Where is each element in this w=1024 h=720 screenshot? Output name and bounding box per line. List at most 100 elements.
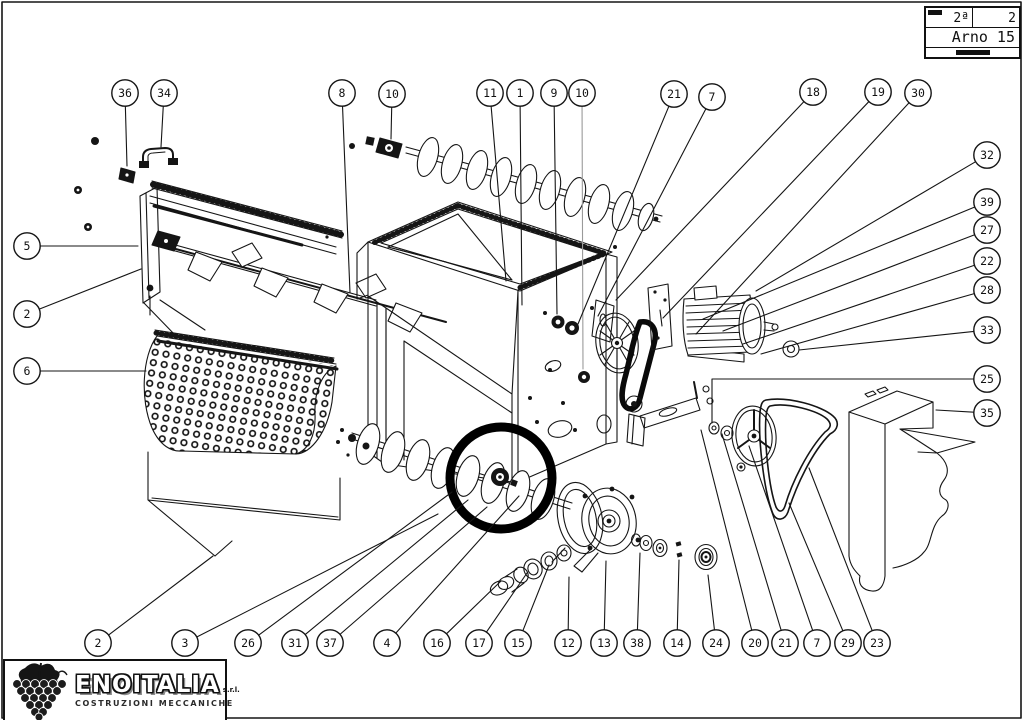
balloon-12: 12 (554, 576, 582, 657)
svg-text:14: 14 (670, 636, 684, 650)
balloon-29: 29 (788, 502, 862, 657)
brand-name: ENOITALIA (75, 671, 220, 698)
manufacturer-logo: ENOITALIA s.r.l. COSTRUZIONI MECCANICHE (3, 659, 240, 720)
balloon-13: 13 (590, 560, 618, 657)
balloon-30: 30 (695, 79, 932, 335)
title-block-label-smudge (928, 10, 942, 15)
sheet-number-cell: 2ª (926, 8, 973, 27)
svg-text:13: 13 (597, 636, 611, 650)
balloon-14: 14 (663, 559, 691, 657)
balloon-24: 24 (702, 574, 730, 657)
balloon-21: 21 (721, 433, 799, 657)
grape-cluster-icon (12, 662, 68, 720)
balloon-33: 33 (798, 316, 1001, 351)
mount-plate (647, 283, 673, 351)
electric-motor (682, 285, 779, 363)
balloon-16: 16 (423, 580, 502, 657)
svg-text:29: 29 (841, 636, 855, 650)
svg-text:28: 28 (980, 283, 994, 297)
title-block-footer (926, 48, 1019, 57)
lower-support-frame (147, 451, 341, 557)
balloon-19: 19 (662, 78, 892, 319)
svg-text:17: 17 (472, 636, 486, 650)
perforated-drum (143, 329, 350, 457)
balloon-27: 27 (722, 216, 1001, 332)
svg-text:6: 6 (24, 364, 31, 378)
balloon-1: 1 (506, 79, 534, 306)
svg-text:26: 26 (241, 636, 255, 650)
balloon-32: 32 (755, 141, 1001, 292)
svg-text:2: 2 (24, 307, 31, 321)
svg-text:27: 27 (980, 223, 994, 237)
svg-text:34: 34 (157, 86, 171, 100)
sheet-count: 2 (1008, 11, 1016, 26)
title-block-footer-smudge (955, 50, 990, 55)
spoked-pulley (595, 312, 639, 374)
svg-text:9: 9 (551, 86, 558, 100)
balloon-2: 2 (84, 555, 214, 657)
balloon-39: 39 (702, 188, 1001, 320)
svg-text:2: 2 (95, 636, 102, 650)
svg-text:11: 11 (483, 86, 497, 100)
sheet-number: 2ª (953, 11, 969, 26)
balloon-17: 17 (465, 572, 528, 657)
balloon-10: 10 (378, 80, 406, 140)
svg-text:16: 16 (430, 636, 444, 650)
svg-text:22: 22 (980, 254, 994, 268)
shaft-bearings (543, 299, 615, 383)
balloon-25: 25 (711, 365, 1001, 424)
svg-text:36: 36 (118, 86, 132, 100)
svg-text:35: 35 (980, 406, 994, 420)
svg-text:10: 10 (385, 87, 399, 101)
svg-text:7: 7 (814, 636, 821, 650)
drive-chain (619, 319, 658, 413)
v-belt (758, 398, 839, 520)
balloon-21: 21 (577, 80, 688, 325)
svg-text:39: 39 (980, 195, 994, 209)
balloon-15: 15 (504, 564, 550, 657)
svg-text:31: 31 (288, 636, 302, 650)
balloon-37: 37 (316, 506, 488, 657)
svg-text:20: 20 (748, 636, 762, 650)
balloon-3: 3 (171, 513, 439, 657)
balloon-7: 7 (748, 445, 831, 657)
model-name: Arno 15 (926, 28, 1019, 48)
sheet-count-cell: 2 (973, 8, 1019, 27)
brand-tagline: COSTRUZIONI MECCANICHE (75, 698, 234, 708)
balloon-34: 34 (150, 79, 178, 148)
svg-text:10: 10 (575, 86, 589, 100)
svg-text:4: 4 (384, 636, 391, 650)
svg-text:15: 15 (511, 636, 525, 650)
balloon-4: 4 (373, 495, 520, 657)
svg-text:8: 8 (339, 86, 346, 100)
svg-text:18: 18 (806, 85, 820, 99)
balloon-20: 20 (700, 429, 769, 657)
balloon-23: 23 (808, 467, 891, 657)
svg-text:7: 7 (709, 90, 716, 104)
title-block: 2ª 2 Arno 15 (924, 6, 1021, 59)
balloon-22: 22 (742, 247, 1001, 345)
balloon-7: 7 (597, 83, 726, 317)
handle-part (139, 147, 178, 168)
svg-text:5: 5 (24, 239, 31, 253)
balloon-31: 31 (281, 499, 469, 657)
balloon-8: 8 (328, 79, 356, 294)
knob-part (118, 167, 136, 184)
pump-assembly (489, 481, 718, 596)
balloon-11: 11 (476, 79, 507, 282)
balloon-18: 18 (615, 78, 827, 301)
svg-text:32: 32 (980, 148, 994, 162)
highlight-circle (445, 422, 557, 534)
svg-text:3: 3 (182, 636, 189, 650)
svg-text:1: 1 (517, 86, 524, 100)
balloon-2: 2 (13, 268, 142, 328)
balloon-6: 6 (13, 357, 147, 385)
svg-text:12: 12 (561, 636, 575, 650)
fasteners-top-left (74, 137, 154, 292)
balloon-9: 9 (540, 79, 568, 315)
svg-text:21: 21 (778, 636, 792, 650)
balloon-5: 5 (13, 232, 139, 260)
